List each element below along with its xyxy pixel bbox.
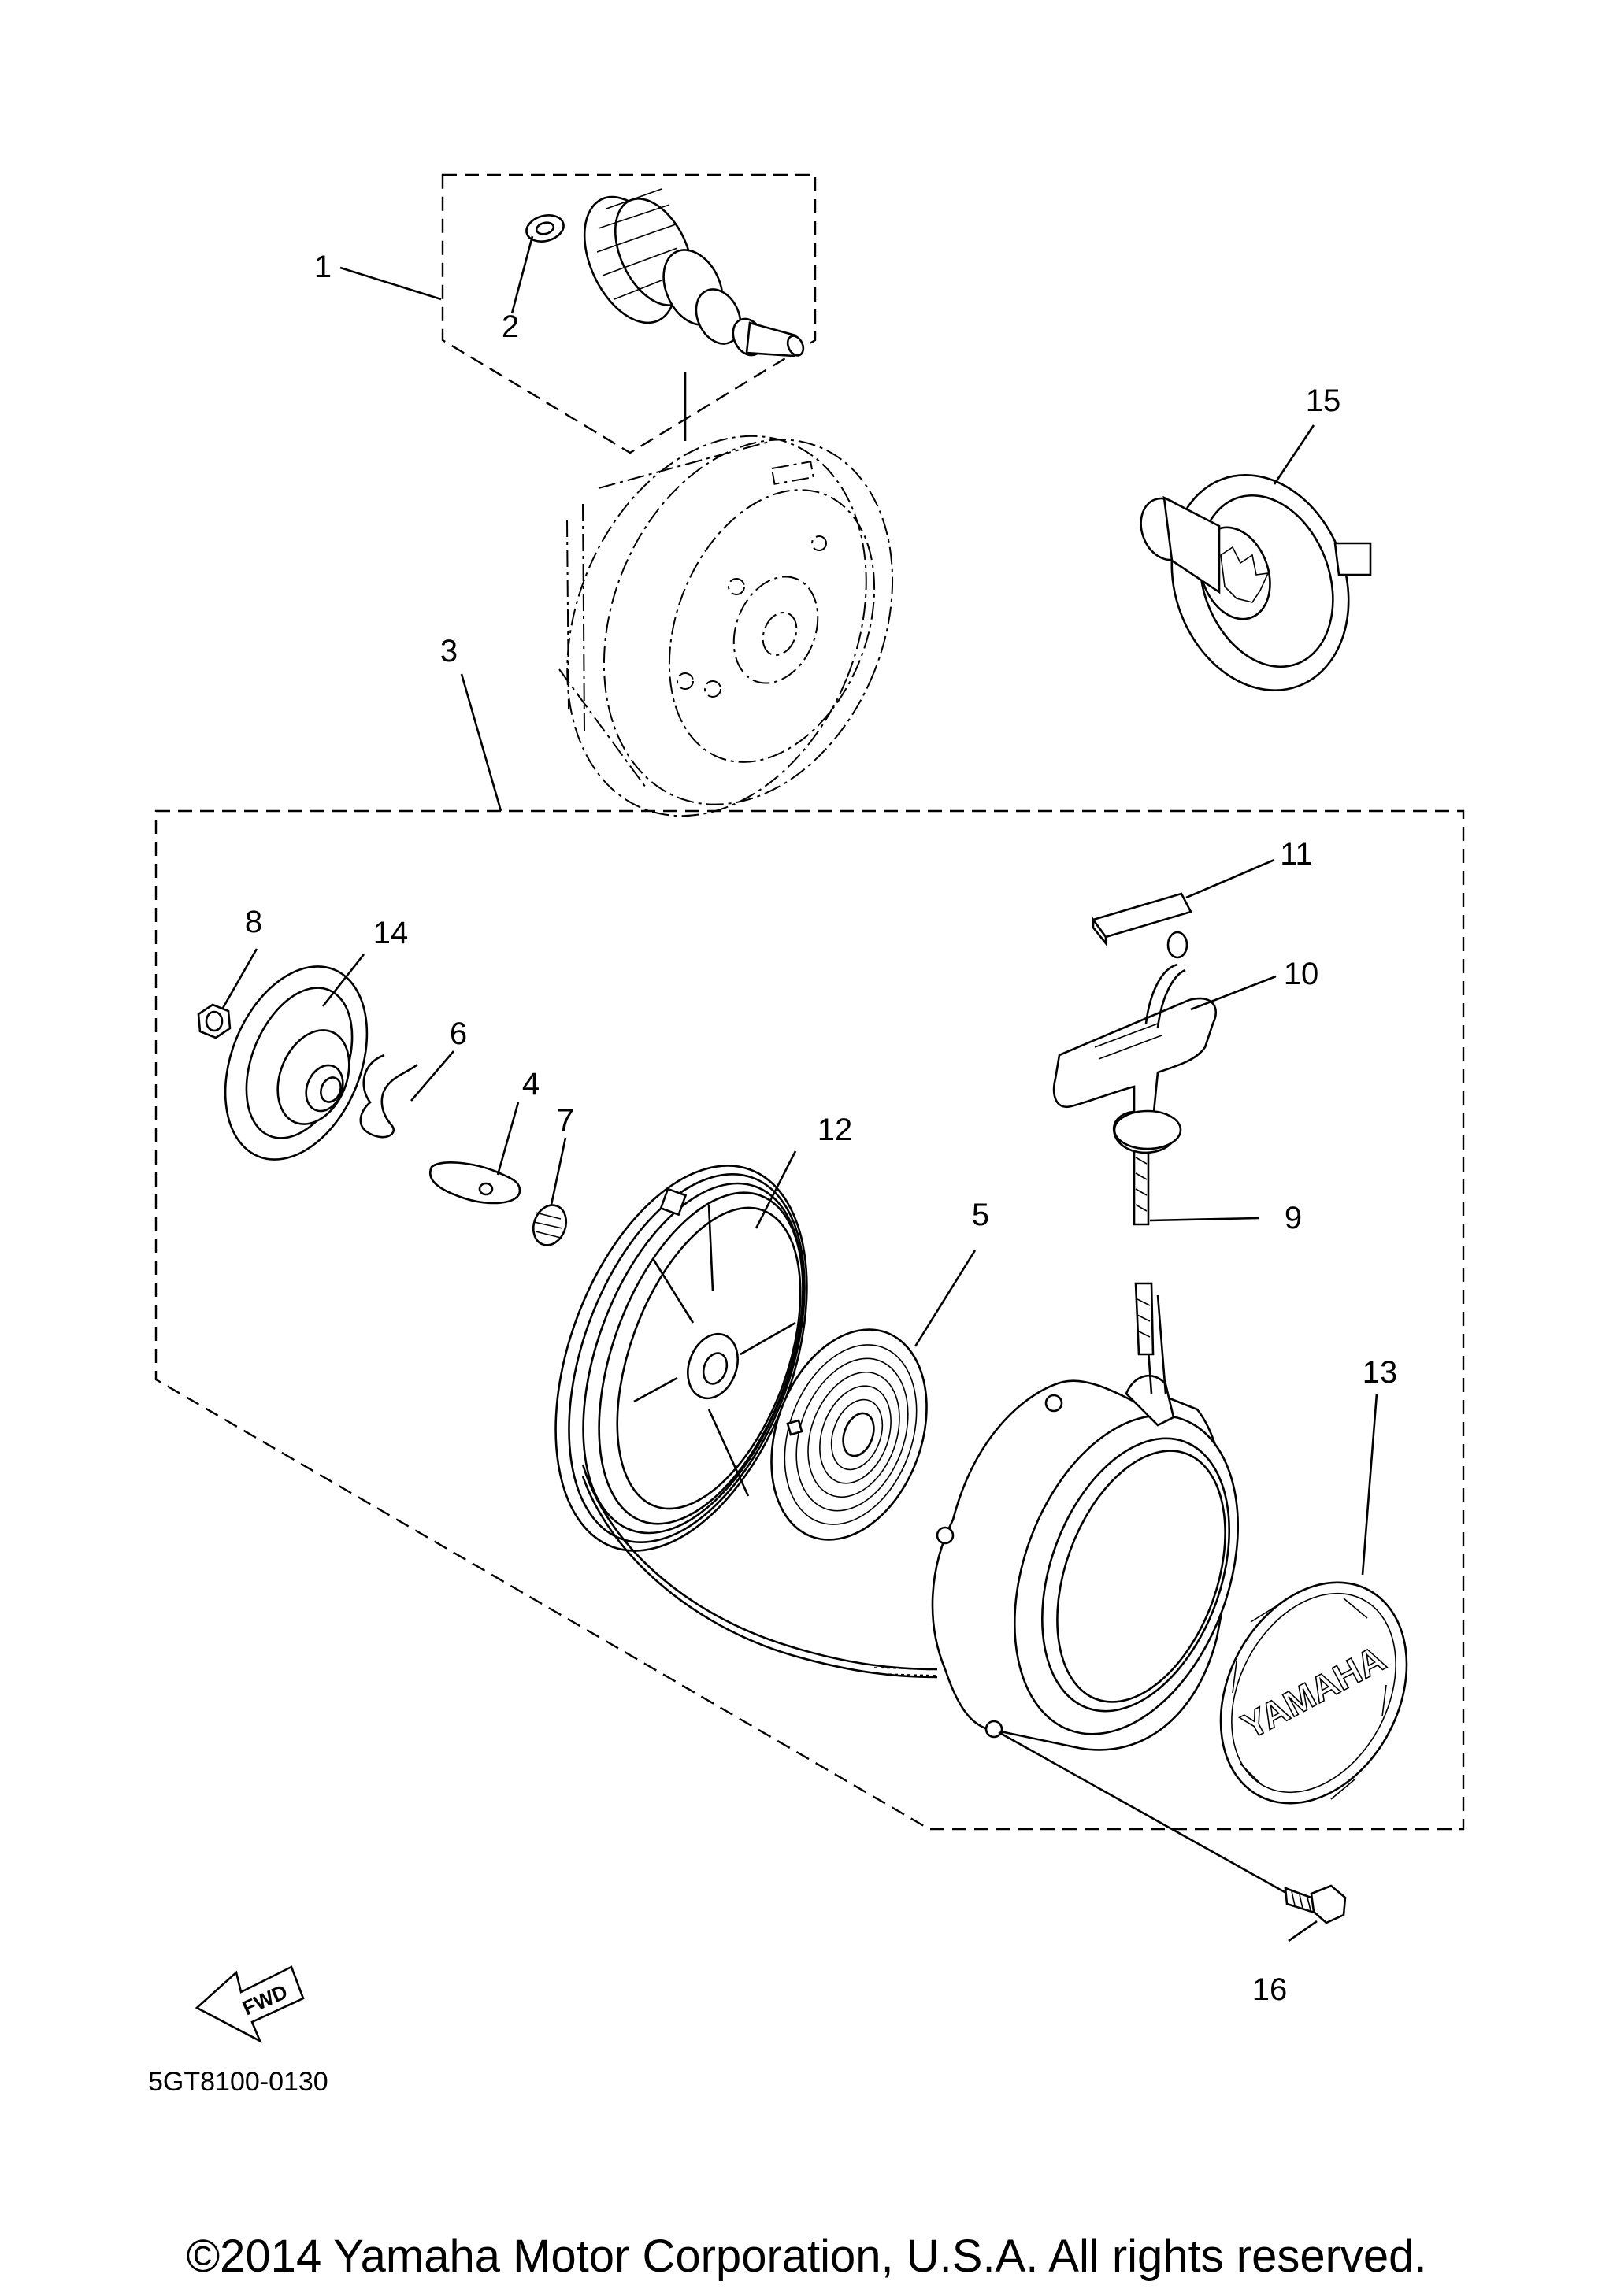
ratchet-pawl bbox=[429, 1161, 521, 1205]
recoil-spring bbox=[770, 1328, 928, 1541]
nut bbox=[197, 1003, 232, 1039]
fwd-arrow-icon: FWD bbox=[195, 1965, 305, 2043]
callout-12: 12 bbox=[818, 1113, 853, 1147]
spring-clip bbox=[359, 1054, 418, 1139]
callout-8: 8 bbox=[245, 905, 262, 939]
starter-rope bbox=[581, 1464, 938, 1671]
callout-5: 5 bbox=[972, 1198, 989, 1232]
callout-16: 16 bbox=[1252, 1972, 1288, 2007]
rope-reel bbox=[554, 1165, 808, 1552]
callout-9: 9 bbox=[1285, 1201, 1302, 1235]
group-boundary-3 bbox=[154, 809, 1465, 1831]
yamaha-emblem: YAMAHA bbox=[1219, 1581, 1408, 1805]
callout-1: 1 bbox=[314, 250, 332, 284]
callout-15: 15 bbox=[1306, 383, 1341, 418]
leader-lines bbox=[221, 235, 1378, 1942]
handle-cap bbox=[1091, 892, 1192, 959]
callout-10: 10 bbox=[1284, 957, 1319, 991]
starter-case bbox=[931, 1294, 1240, 1751]
callout-11: 11 bbox=[1280, 837, 1313, 872]
pawl-spring bbox=[532, 1204, 568, 1246]
callout-6: 6 bbox=[450, 1017, 467, 1051]
diagram-code: 5GT8100-0130 bbox=[148, 2067, 328, 2097]
starter-clutch bbox=[583, 188, 805, 357]
washer bbox=[525, 214, 565, 243]
pulley-cap bbox=[1140, 474, 1372, 691]
starter-handle bbox=[1052, 963, 1218, 1154]
group-boundary-1 bbox=[441, 173, 817, 454]
callout-2: 2 bbox=[502, 309, 519, 344]
callout-14: 14 bbox=[373, 916, 409, 950]
drive-plate bbox=[224, 965, 369, 1161]
flywheel-phantom bbox=[558, 372, 894, 817]
callout-7: 7 bbox=[557, 1103, 574, 1138]
flange-bolt bbox=[998, 1731, 1347, 1924]
callout-13: 13 bbox=[1363, 1355, 1398, 1390]
callout-3: 3 bbox=[440, 634, 458, 668]
rope-upper bbox=[1133, 1132, 1155, 1356]
callout-4: 4 bbox=[522, 1067, 540, 1102]
copyright-notice: ©2014 Yamaha Motor Corporation, U.S.A. A… bbox=[186, 2231, 1426, 2282]
